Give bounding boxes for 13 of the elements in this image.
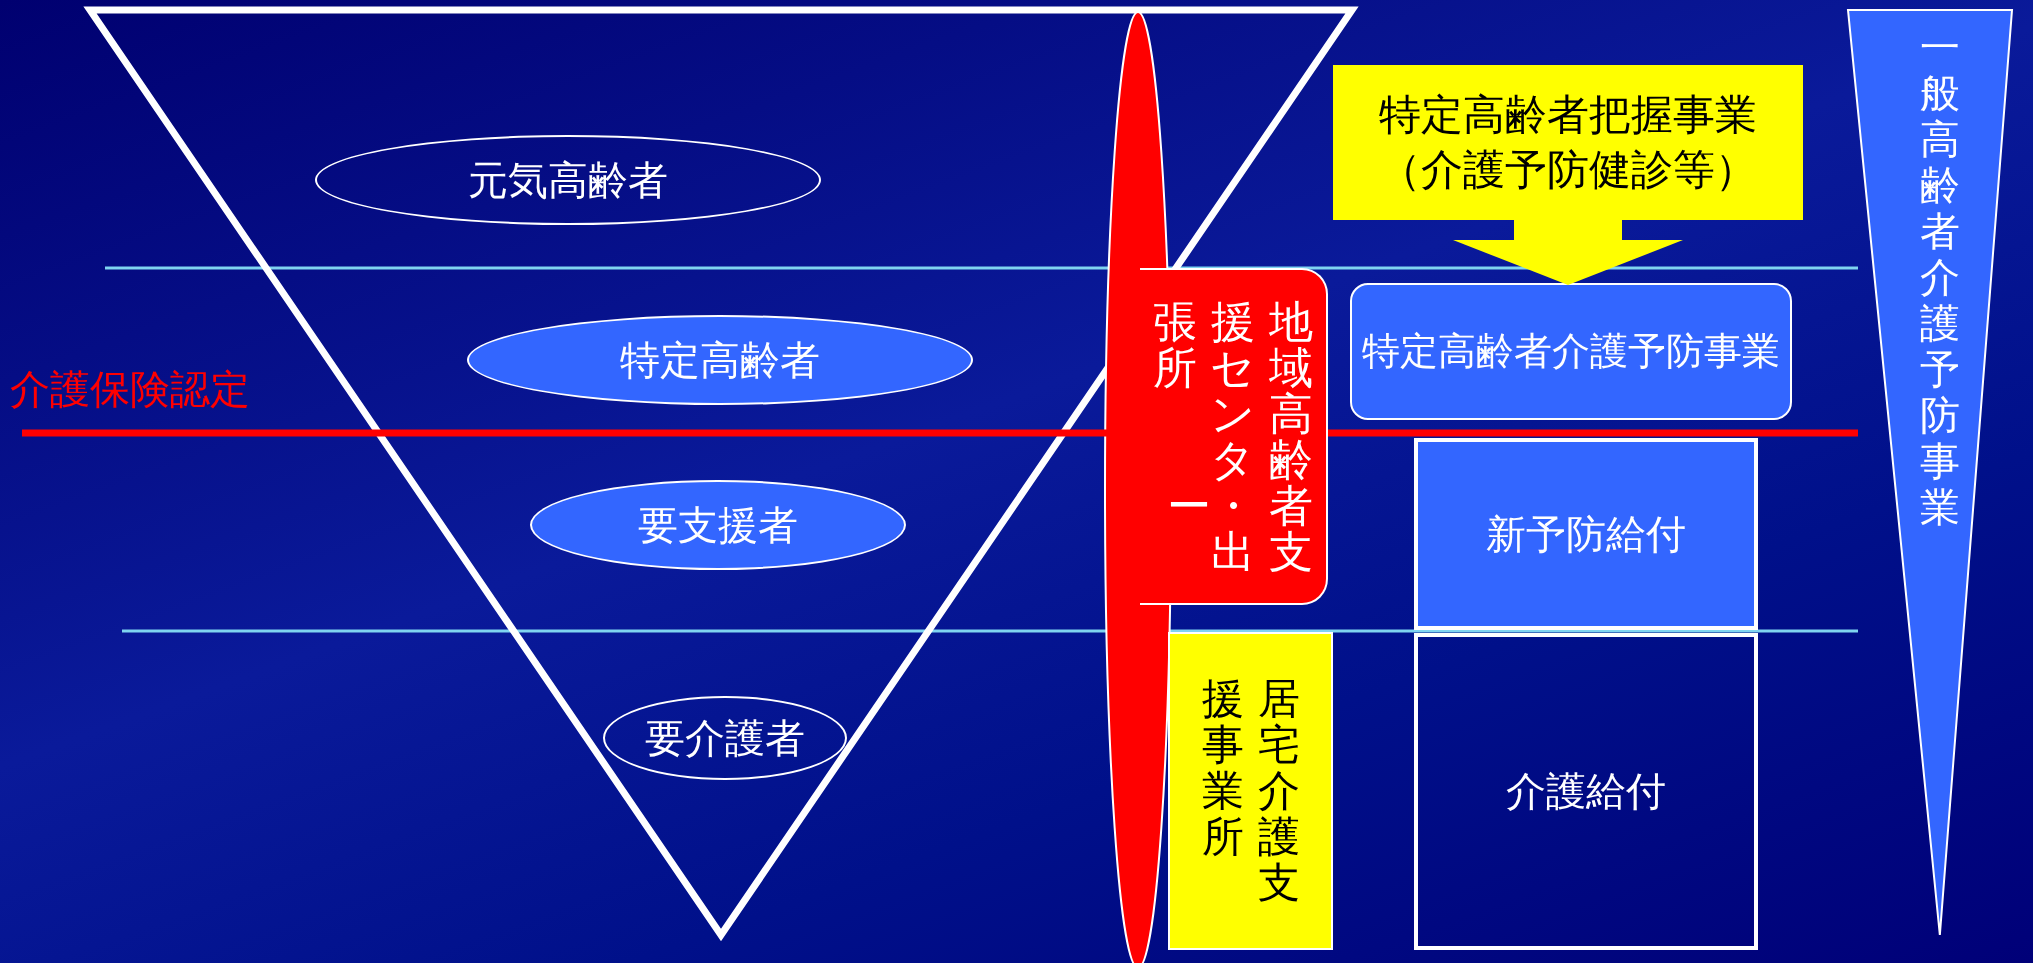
ellipse-node: 要介護者 — [603, 696, 847, 780]
benefit-box: 新予防給付 — [1414, 438, 1758, 630]
center-box: 地域高齢者支援センター・出張所 — [1140, 268, 1328, 605]
ellipse-node: 特定高齢者 — [467, 315, 973, 405]
benefit-box: 介護給付 — [1414, 633, 1758, 950]
program-box: 特定高齢者把握事業（介護予防健診等） — [1333, 65, 1803, 220]
program-box: 特定高齢者介護予防事業 — [1350, 283, 1792, 420]
office-box: 居宅介護支援事業所 — [1168, 632, 1333, 950]
threshold-label: 介護保険認定 — [10, 365, 250, 414]
wedge-label: 一般高齢者介護予防事業 — [1918, 24, 1961, 530]
block-arrow — [1453, 218, 1683, 285]
ellipse-node: 要支援者 — [530, 480, 906, 570]
ellipse-node: 元気高齢者 — [315, 135, 821, 225]
